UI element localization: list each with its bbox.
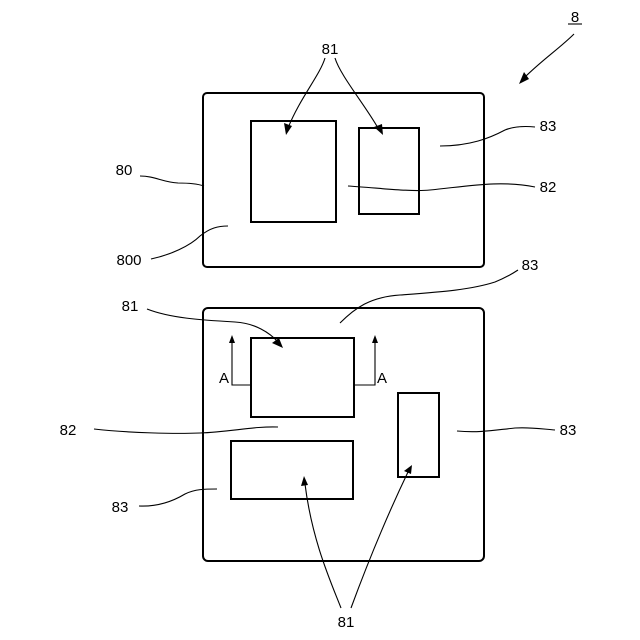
bottom-label-82: 82 — [60, 422, 77, 439]
bottom-component-right — [398, 393, 439, 477]
top-component-large — [251, 121, 336, 222]
section-marker-left — [232, 342, 251, 385]
top-plate — [203, 93, 484, 267]
bottom-arrowhead-81-top — [272, 338, 283, 348]
top-leader-82 — [348, 184, 535, 191]
bottom-arrowhead-81-right — [404, 465, 412, 474]
section-label-right: A — [377, 370, 387, 387]
figure-pointer-arrowhead — [519, 72, 529, 84]
bottom-component-top — [251, 338, 354, 417]
top-component-small — [359, 128, 419, 214]
top-label-800: 800 — [116, 252, 141, 269]
bottom-leader-81-left — [305, 484, 341, 608]
top-arrowhead-81-right — [374, 124, 383, 135]
section-label-left: A — [219, 370, 229, 387]
figure-pointer-arrow — [524, 34, 574, 78]
section-marker-left-arrowhead — [229, 335, 235, 343]
bottom-leader-81-right — [351, 472, 408, 608]
bottom-label-83-right: 83 — [560, 422, 577, 439]
bottom-view: A A 83 81 82 83 83 81 — [60, 257, 577, 631]
bottom-arrowhead-81-left — [301, 476, 308, 486]
top-label-83: 83 — [540, 118, 557, 135]
top-view: 81 83 82 80 800 — [116, 41, 557, 269]
top-leader-800 — [151, 226, 228, 259]
bottom-label-83-top: 83 — [522, 257, 539, 274]
top-arrowhead-81-left — [284, 123, 292, 135]
section-marker-right-arrowhead — [372, 335, 378, 343]
section-marker-right — [354, 342, 375, 385]
top-label-80: 80 — [116, 162, 133, 179]
bottom-leader-83-left — [139, 489, 217, 506]
bottom-leader-83-right — [457, 428, 555, 432]
top-leader-83 — [440, 126, 535, 146]
bottom-plate — [203, 308, 484, 561]
bottom-component-left — [231, 441, 353, 499]
top-leader-80 — [140, 176, 204, 186]
top-label-82: 82 — [540, 179, 557, 196]
bottom-label-81-bottom: 81 — [338, 614, 355, 631]
top-label-81: 81 — [322, 41, 339, 58]
bottom-leader-82 — [94, 427, 278, 433]
bottom-label-81-top: 81 — [122, 298, 139, 315]
bottom-label-83-left: 83 — [112, 499, 129, 516]
bottom-leader-83-top — [340, 270, 518, 323]
